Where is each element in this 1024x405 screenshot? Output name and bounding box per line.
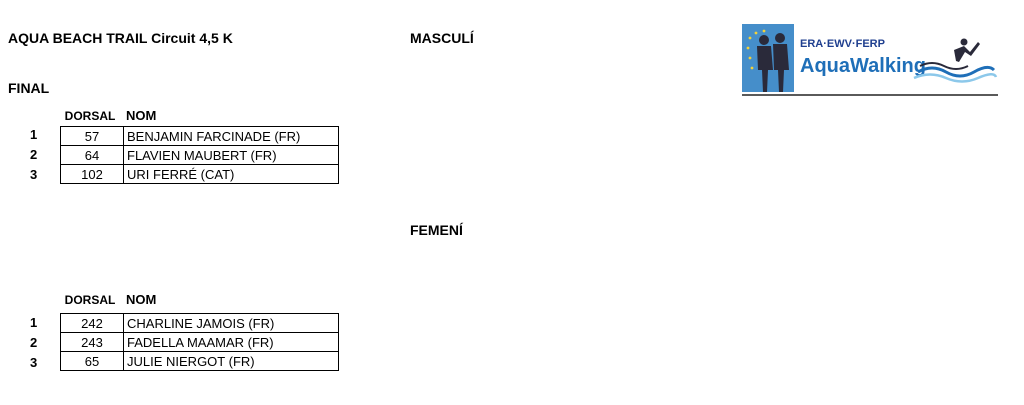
dorsal-cell: 243 [60,332,124,352]
dorsal-cell: 65 [60,351,124,371]
table-row: 64 FLAVIEN MAUBERT (FR) [60,145,339,165]
column-headers-femeni: DORSAL NOM [60,292,157,307]
dorsal-cell: 102 [60,164,124,184]
column-header-nom: NOM [126,292,157,307]
name-cell: FADELLA MAAMAR (FR) [123,332,339,352]
column-headers-masculi: DORSAL NOM [60,108,157,123]
table-row: 102 URI FERRÉ (CAT) [60,164,339,184]
svg-text:ERA·EWV·FERP: ERA·EWV·FERP [800,38,885,50]
event-title: AQUA BEACH TRAIL Circuit 4,5 K [8,30,233,46]
svg-text:AquaWalking: AquaWalking [800,55,926,77]
name-cell: JULIE NIERGOT (FR) [123,351,339,371]
rank-list-femeni: 1 2 3 [30,313,37,373]
results-table-masculi: 57 BENJAMIN FARCINADE (FR) 64 FLAVIEN MA… [60,126,339,184]
table-row: 243 FADELLA MAAMAR (FR) [60,332,339,352]
final-label: FINAL [8,80,50,96]
column-header-nom: NOM [126,108,157,123]
rank: 2 [30,147,38,162]
table-row: 57 BENJAMIN FARCINADE (FR) [60,126,339,146]
aquawalking-logo: ERA·EWV·FERP AquaWalking [742,24,998,96]
name-cell: BENJAMIN FARCINADE (FR) [123,126,339,146]
dorsal-cell: 64 [60,145,124,165]
rank: 1 [30,127,38,142]
rank: 1 [30,315,38,330]
dorsal-cell: 57 [60,126,124,146]
logo-graphic: ERA·EWV·FERP AquaWalking [742,24,998,92]
rank: 3 [30,167,38,182]
column-header-dorsal: DORSAL [64,109,116,123]
table-row: 65 JULIE NIERGOT (FR) [60,351,339,371]
section-title-femeni: FEMENÍ [410,222,463,238]
dorsal-cell: 242 [60,313,124,333]
rank: 3 [30,355,38,370]
name-cell: FLAVIEN MAUBERT (FR) [123,145,339,165]
column-header-dorsal: DORSAL [64,293,116,307]
table-row: 242 CHARLINE JAMOIS (FR) [60,313,339,333]
rank: 2 [30,335,38,350]
results-table-femeni: 242 CHARLINE JAMOIS (FR) 243 FADELLA MAA… [60,313,339,371]
name-cell: CHARLINE JAMOIS (FR) [123,313,339,333]
rank-list-masculi: 1 2 3 [30,125,37,185]
name-cell: URI FERRÉ (CAT) [123,164,339,184]
section-title-masculi: MASCULÍ [410,30,474,46]
